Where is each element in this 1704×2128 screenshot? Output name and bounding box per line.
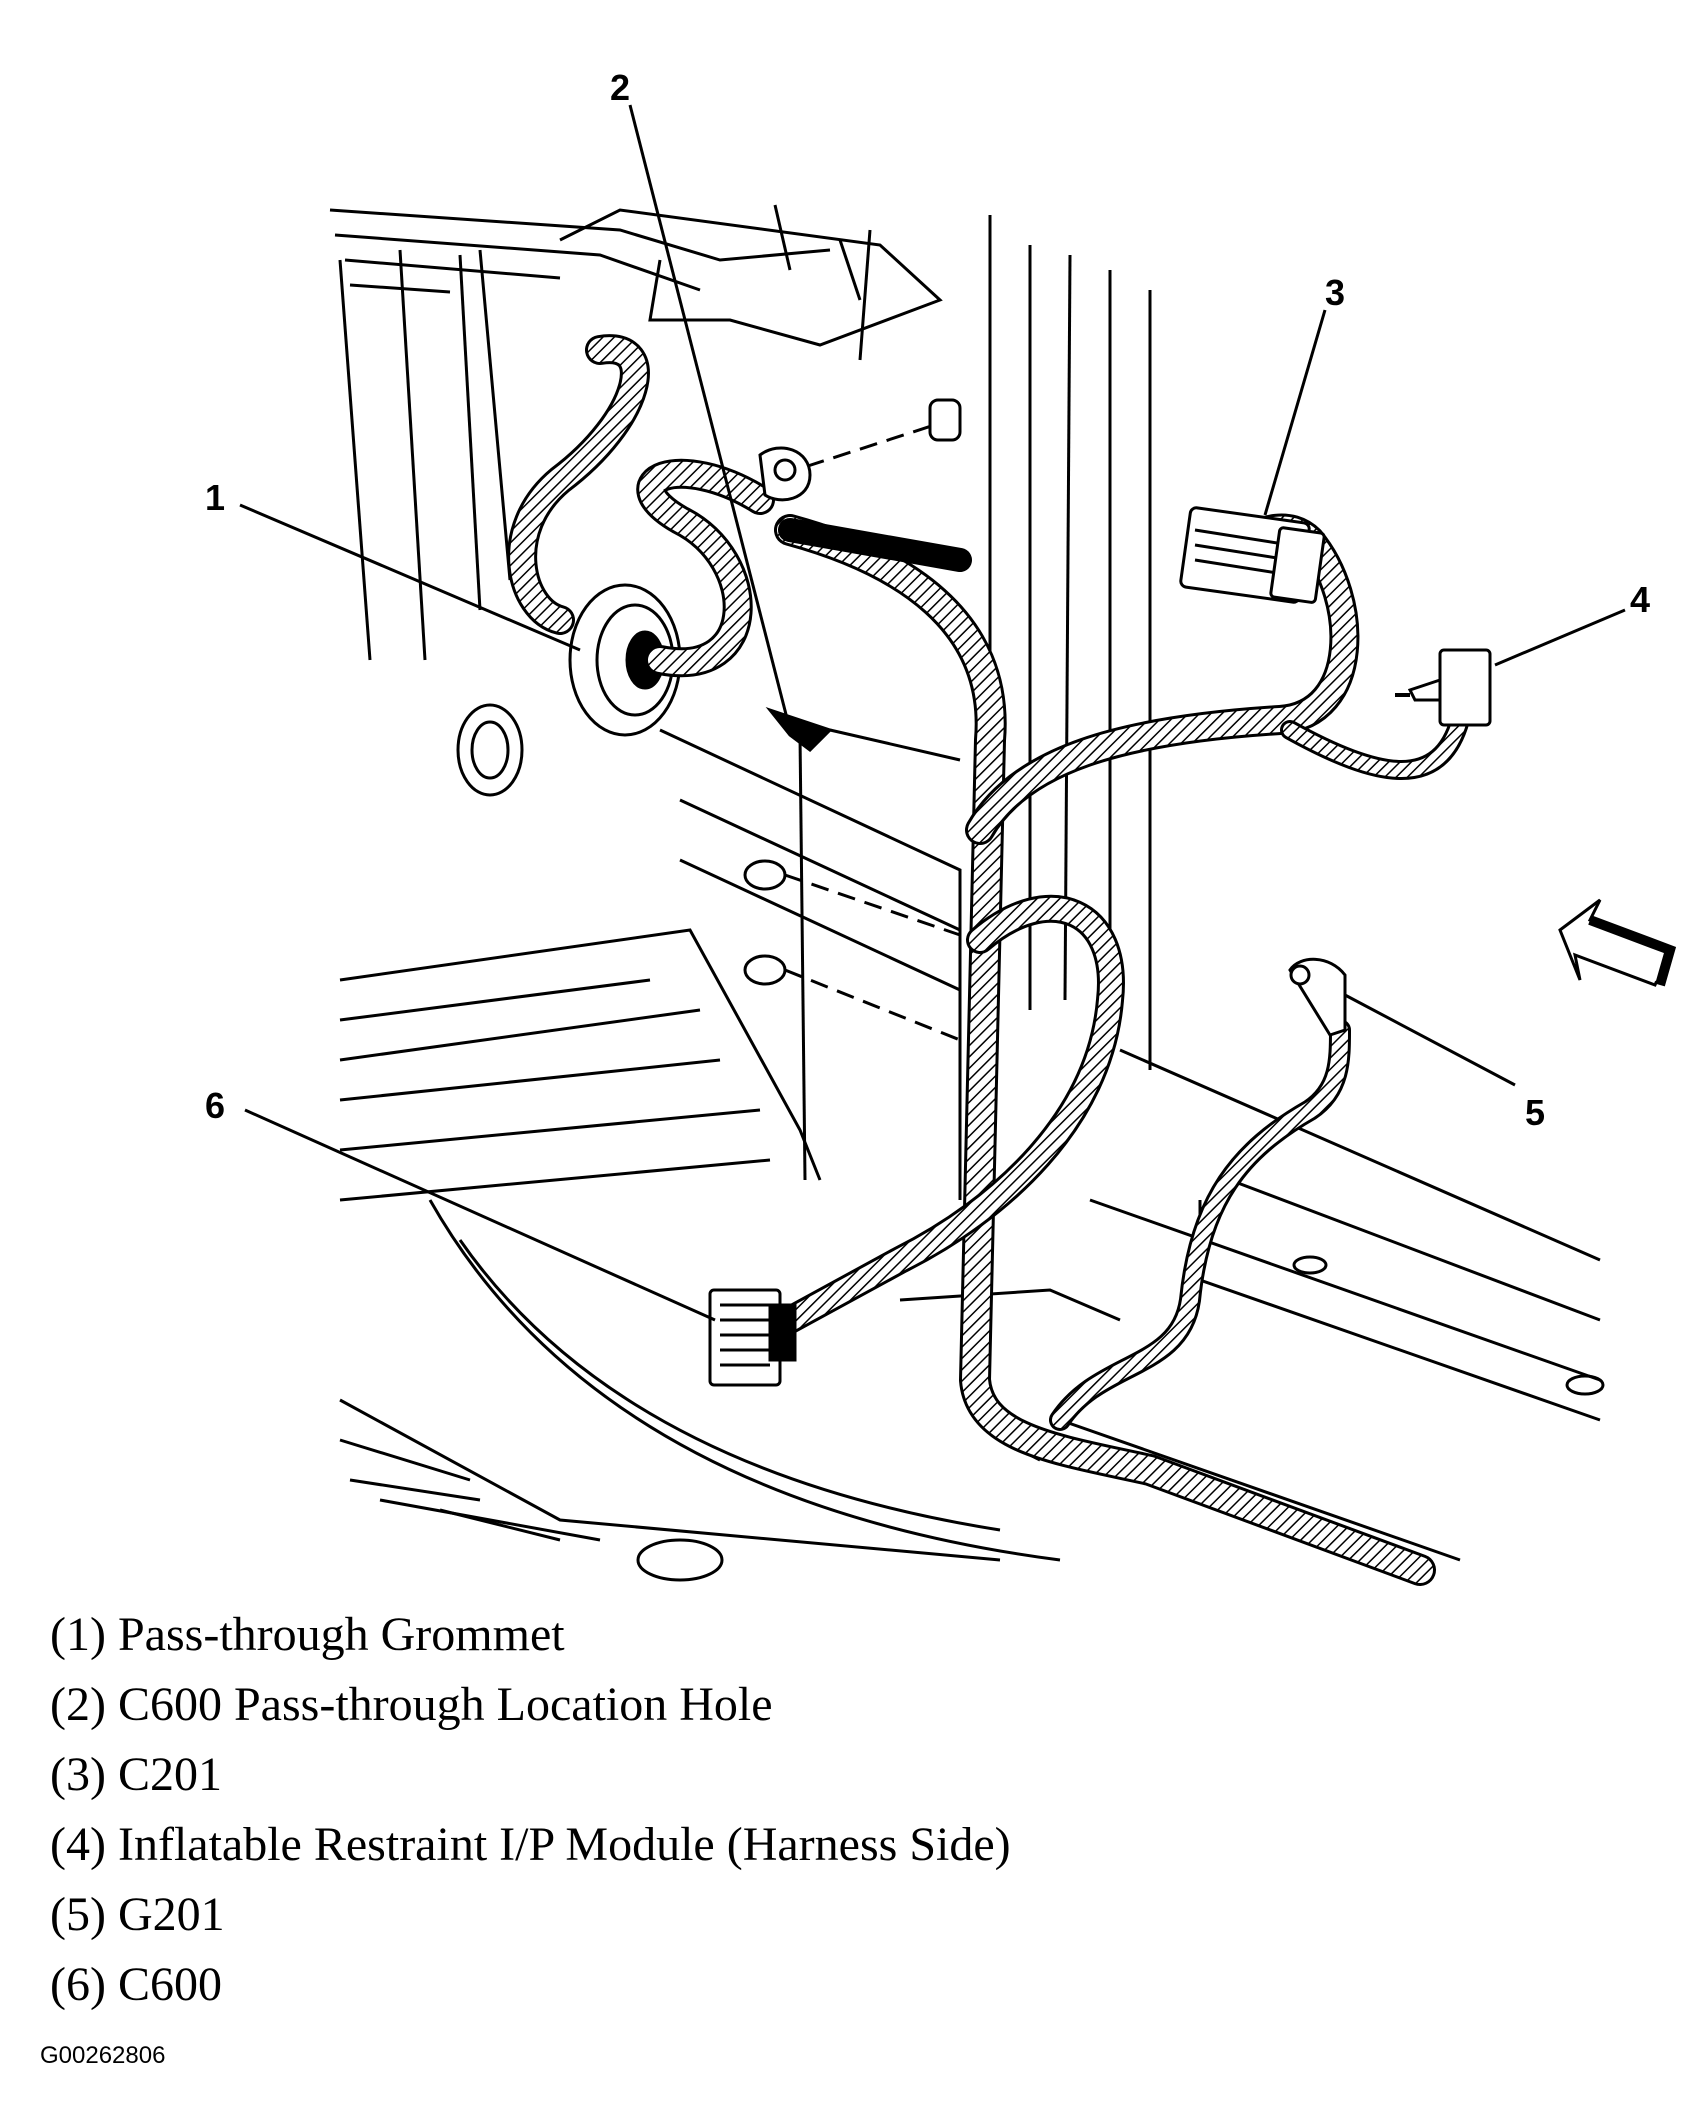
connector-c600 [708,1288,797,1387]
figure-id: G00262806 [40,2042,166,2069]
connector-c201 [1179,506,1326,604]
pass-through-grommet [456,583,682,797]
wiring-harness [507,334,1470,1586]
legend-item-6: (6) C600 [50,1958,222,2011]
legend-item-3: (3) C201 [50,1748,222,1801]
body-structure [329,204,1605,1582]
callout-6: 6 [205,1085,225,1126]
legend-item-1: (1) Pass-through Grommet [50,1608,565,1661]
callout-1: 1 [205,477,225,518]
view-direction-arrow-icon [1558,898,1677,987]
callout-leaders [239,104,1626,1322]
callout-4: 4 [1630,579,1650,620]
component-legend: (1) Pass-through Grommet (2) C600 Pass-t… [50,1600,1650,2020]
legend-item-4: (4) Inflatable Restraint I/P Module (Har… [50,1818,1011,1871]
callout-5: 5 [1525,1092,1545,1133]
ground-g201 [1288,957,1347,1037]
legend-item-5: (5) G201 [50,1888,225,1941]
pass-through-location-hole [743,398,962,1181]
callout-3: 3 [1325,272,1345,313]
callout-2: 2 [610,67,630,108]
wiring-harness-diagram: 1 2 3 4 5 6 [205,67,1677,1586]
inflatable-restraint-connector [1395,648,1492,727]
legend-item-2: (2) C600 Pass-through Location Hole [50,1678,773,1731]
